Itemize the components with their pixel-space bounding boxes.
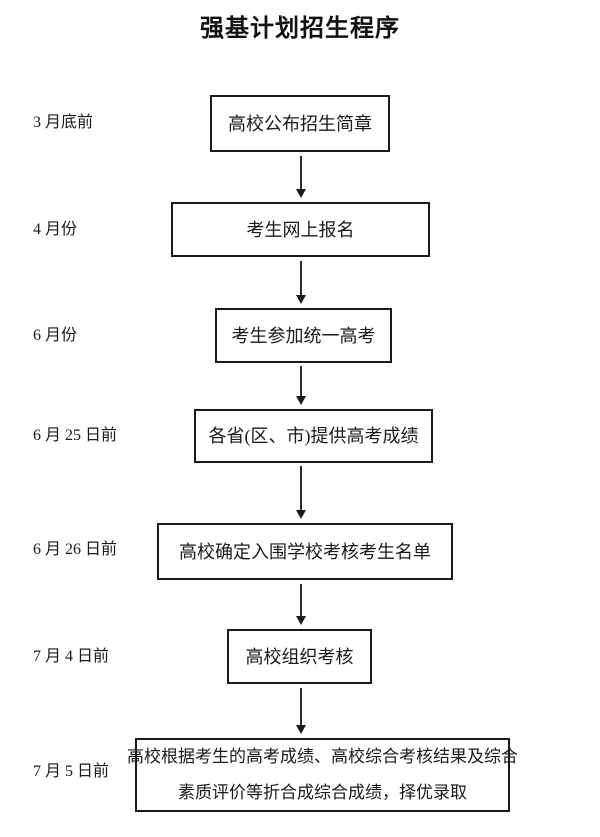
arrow-head-icon bbox=[296, 510, 306, 519]
flow-box-text: 考生参加统一高考 bbox=[231, 325, 376, 346]
down-arrow-4 bbox=[295, 466, 307, 519]
flow-box-text: 高校确定入围学校考核考生名单 bbox=[179, 541, 431, 562]
flow-box-step-3: 考生参加统一高考 bbox=[215, 308, 392, 363]
down-arrow-6 bbox=[295, 688, 307, 734]
arrow-shaft bbox=[300, 688, 302, 725]
arrow-shaft bbox=[300, 261, 302, 295]
date-label-step-4: 6 月 25 日前 bbox=[33, 427, 118, 444]
arrow-shaft bbox=[300, 366, 302, 396]
flow-box-text-line-2: 素质评价等折合成综合成绩，择优录取 bbox=[178, 783, 467, 802]
arrow-head-icon bbox=[296, 189, 306, 198]
date-label-step-7: 7 月 5 日前 bbox=[33, 763, 110, 780]
down-arrow-2 bbox=[295, 261, 307, 304]
arrow-head-icon bbox=[296, 295, 306, 304]
arrow-head-icon bbox=[296, 396, 306, 405]
flow-box-step-1: 高校公布招生简章 bbox=[210, 95, 390, 152]
flow-box-step-4: 各省(区、市)提供高考成绩 bbox=[194, 409, 433, 463]
flow-box-text-line-1: 高校根据考生的高考成绩、高校综合考核结果及综合 bbox=[127, 747, 518, 766]
flowchart-title: 强基计划招生程序 bbox=[200, 15, 400, 42]
flow-box-text: 各省(区、市)提供高考成绩 bbox=[208, 426, 419, 446]
arrow-shaft bbox=[300, 156, 302, 189]
arrow-head-icon bbox=[296, 616, 306, 625]
flow-box-text: 高校组织考核 bbox=[245, 646, 354, 667]
date-label-step-5: 6 月 26 日前 bbox=[33, 541, 118, 558]
date-label-step-3: 6 月份 bbox=[33, 327, 78, 344]
flow-box-step-2: 考生网上报名 bbox=[171, 202, 430, 257]
arrow-shaft bbox=[300, 466, 302, 510]
date-label-step-1: 3 月底前 bbox=[33, 114, 94, 131]
flow-box-text: 考生网上报名 bbox=[246, 219, 355, 240]
date-label-step-6: 7 月 4 日前 bbox=[33, 648, 110, 665]
flow-box-step-6: 高校组织考核 bbox=[227, 629, 372, 684]
flow-box-step-7: 高校根据考生的高考成绩、高校综合考核结果及综合 素质评价等折合成综合成绩，择优录… bbox=[127, 738, 518, 812]
down-arrow-5 bbox=[295, 584, 307, 625]
down-arrow-3 bbox=[295, 366, 307, 405]
flow-box-text: 高校公布招生简章 bbox=[228, 113, 372, 134]
date-label-step-2: 4 月份 bbox=[33, 221, 78, 238]
arrow-head-icon bbox=[296, 725, 306, 734]
down-arrow-1 bbox=[295, 156, 307, 198]
arrow-shaft bbox=[300, 584, 302, 616]
flow-box-step-5: 高校确定入围学校考核考生名单 bbox=[157, 523, 453, 580]
